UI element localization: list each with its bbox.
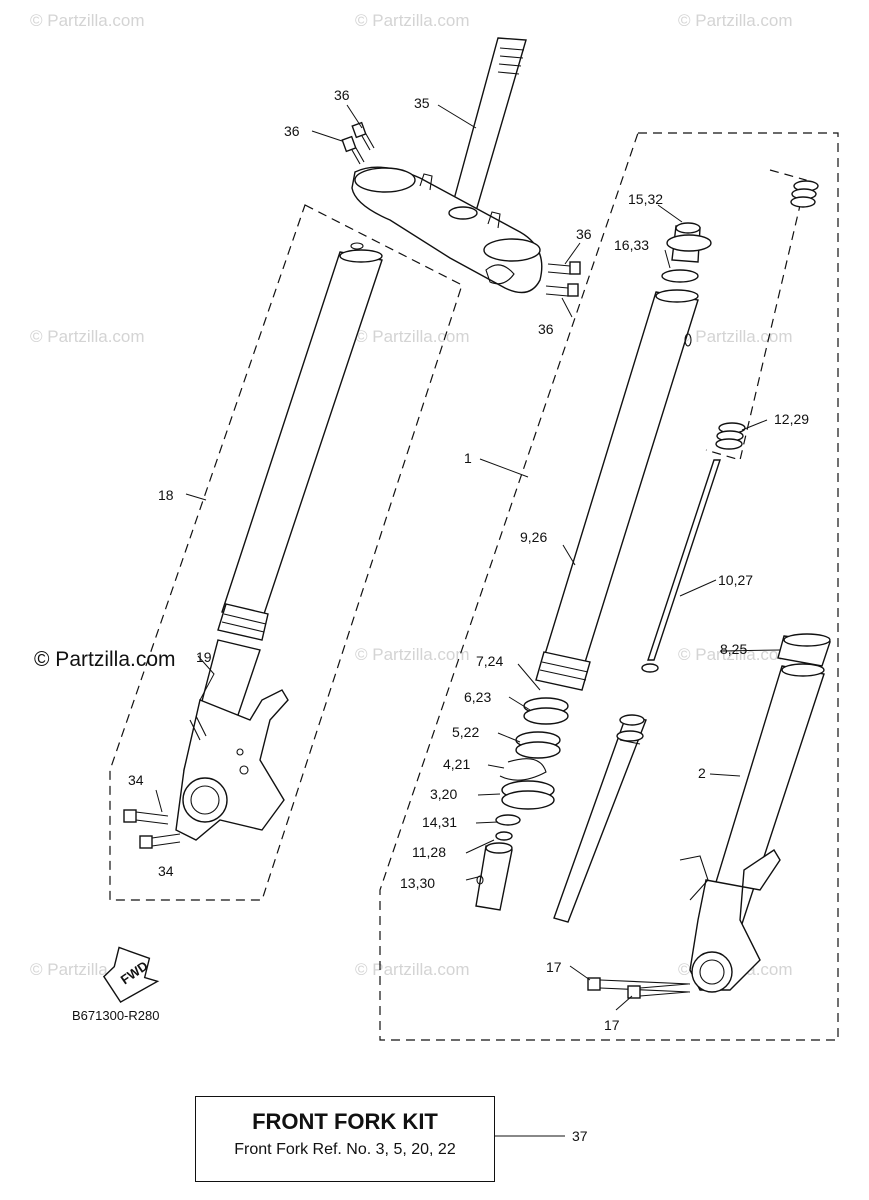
label-37: 37 [572, 1128, 588, 1144]
label-13-30: 13,30 [400, 875, 435, 891]
label-8-25: 8,25 [720, 641, 747, 657]
label-10-27: 10,27 [718, 572, 753, 588]
label-11-28: 11,28 [412, 844, 446, 860]
label-12-29: 12,29 [774, 411, 809, 427]
outer-tube-part [679, 663, 825, 993]
kit-subtitle: Front Fork Ref. No. 3, 5, 20, 22 [234, 1141, 456, 1158]
label-34: 34 [128, 772, 144, 788]
damper-rod-part [553, 459, 721, 923]
bushing-part [777, 633, 831, 667]
callout-labels: 36 36 35 15,32 16,33 36 36 12,29 1 18 9,… [72, 87, 809, 1144]
watermark: © Partzilla.com [678, 327, 793, 346]
watermark: © Partzilla.com [678, 11, 793, 30]
label-14-31: 14,31 [422, 814, 457, 830]
label-19: 19 [196, 649, 212, 665]
label-36: 36 [576, 226, 592, 242]
watermark: © Partzilla.com [678, 645, 793, 664]
label-15-32: 15,32 [628, 191, 663, 207]
label-36: 36 [284, 123, 300, 139]
watermark: © Partzilla.com [30, 327, 145, 346]
front-fork-kit-box: FRONT FORK KIT Front Fork Ref. No. 3, 5,… [195, 1096, 495, 1182]
label-4-21: 4,21 [443, 756, 470, 772]
bolt-17-parts [587, 977, 691, 999]
label-3-20: 3,20 [430, 786, 457, 802]
watermark: © Partzilla.com [355, 11, 470, 30]
watermark: © Partzilla.com [355, 645, 470, 664]
left-fork-assembly-part [175, 242, 383, 841]
label-36: 36 [538, 321, 554, 337]
label-34: 34 [158, 863, 174, 879]
label-18: 18 [158, 487, 174, 503]
steering-stem-part [351, 37, 543, 294]
bolt-34-parts [123, 809, 181, 849]
label-6-23: 6,23 [464, 689, 491, 705]
label-17: 17 [546, 959, 562, 975]
right-fork-assembly-boundary [379, 132, 839, 1041]
cap-bolt-part [661, 222, 712, 283]
left-fork-assembly-boundary [109, 204, 463, 901]
label-5-22: 5,22 [452, 724, 479, 740]
label-16-33: 16,33 [614, 237, 649, 253]
fwd-arrow-icon: FWD [102, 946, 160, 1003]
inner-tube-part [535, 289, 699, 691]
label-1: 1 [464, 450, 472, 466]
seal-stack-parts [475, 697, 569, 911]
label-7-24: 7,24 [476, 653, 503, 669]
label-17: 17 [604, 1017, 620, 1033]
label-2: 2 [698, 765, 706, 781]
label-35: 35 [414, 95, 430, 111]
watermark-dark: © Partzilla.com [34, 648, 176, 671]
bolt-36-parts [341, 121, 581, 297]
leader-lines [155, 104, 781, 1137]
group-boundaries [109, 132, 839, 1041]
fork-spring-part [705, 169, 819, 461]
watermark-layer: © Partzilla.com © Partzilla.com © Partzi… [30, 11, 793, 979]
watermark: © Partzilla.com [355, 327, 470, 346]
watermark: © Partzilla.com [30, 11, 145, 30]
diagram-code: B671300-R280 [72, 1008, 159, 1023]
watermark: © Partzilla.com [355, 960, 470, 979]
label-36: 36 [334, 87, 350, 103]
label-9-26: 9,26 [520, 529, 547, 545]
kit-title: FRONT FORK KIT [252, 1109, 438, 1134]
